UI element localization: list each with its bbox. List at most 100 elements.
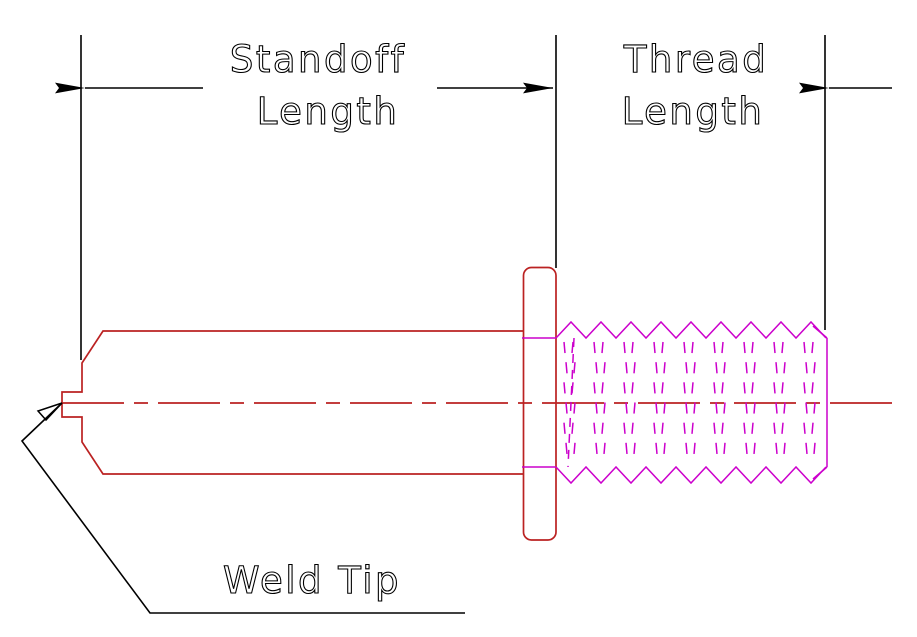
thread-flank-line	[631, 341, 634, 354]
thread-flank-line	[601, 382, 604, 394]
thread-flank-line	[743, 341, 746, 354]
thread-flank-line	[593, 341, 596, 354]
leader-arrow-icon	[36, 402, 63, 422]
thread-flank-line	[655, 442, 658, 454]
thread-flank-line	[691, 382, 694, 394]
standoff-length-label-line1: Standoff	[230, 38, 406, 81]
thread-flank-line	[753, 442, 756, 454]
thread-flank-line	[715, 362, 718, 374]
thread-flank-line	[663, 362, 666, 374]
thread-flank-line	[631, 422, 634, 434]
thread-crest-top	[555, 320, 827, 340]
thread-flank-line	[743, 422, 746, 434]
thread-flank-line	[723, 362, 726, 374]
thread-flank-line	[661, 382, 664, 394]
thread-chamfer-bottom	[812, 466, 828, 480]
thread-flank-line	[595, 362, 598, 374]
thread-flank-line	[685, 402, 688, 414]
thread-flank-line	[685, 442, 688, 454]
thread-flank-line	[631, 382, 634, 394]
thread-flank-line	[811, 422, 814, 434]
thread-flank-line	[573, 442, 576, 454]
thread-flank-line	[723, 402, 726, 414]
thread-flank-line	[805, 362, 808, 374]
thread-flank-line	[751, 341, 754, 354]
thread-length-label-line1: Thread	[623, 38, 768, 81]
thread-flank-line	[601, 422, 604, 434]
thread-flank-line	[623, 422, 626, 434]
thread-flank-line	[775, 402, 778, 414]
thread-flank-line	[633, 402, 636, 414]
thread-flank-line	[713, 341, 716, 354]
weld-tip-leader: Weld Tip	[20, 402, 465, 614]
standoff-length-dimension: Standoff Length	[55, 37, 553, 134]
weld-tip-profile-upper	[61, 330, 523, 403]
thread-flank-line	[783, 362, 786, 374]
thread-flank-line	[563, 422, 566, 434]
thread-flank-line	[573, 362, 576, 374]
weld-tip-profile-lower	[61, 403, 523, 475]
thread-flank-line	[661, 341, 664, 354]
thread-flank-line	[565, 362, 568, 374]
thread-flank-line	[751, 382, 754, 394]
thread-flank-line	[805, 402, 808, 414]
thread-flank-line	[653, 341, 656, 354]
thread-length-label-line2: Length	[622, 90, 765, 133]
thread-flank-line	[811, 382, 814, 394]
thread-flank-line	[803, 422, 806, 434]
thread-flank-line	[655, 362, 658, 374]
thread-flank-line	[625, 402, 628, 414]
thread-chamfer-top	[812, 325, 828, 339]
thread-flank-line	[745, 442, 748, 454]
thread-flank-line	[721, 341, 724, 354]
thread-flank-line	[655, 402, 658, 414]
thread-flank-line	[571, 422, 574, 434]
thread-flank-line	[693, 442, 696, 454]
thread-flank-line	[691, 422, 694, 434]
thread-flank-line	[603, 362, 606, 374]
thread-flank-line	[653, 422, 656, 434]
thread-flank-line	[571, 341, 574, 354]
thread-flank-line	[573, 402, 576, 414]
thread-flank-line	[813, 402, 816, 414]
thread-flank-line	[633, 362, 636, 374]
thread-flank-line	[745, 402, 748, 414]
thread-flank-line	[743, 382, 746, 394]
thread-flank-line	[603, 442, 606, 454]
thread-flank-line	[783, 402, 786, 414]
thread-length-dimension: Thread Length	[621, 37, 892, 134]
thread-flank-line	[663, 402, 666, 414]
thread-flank-line	[753, 402, 756, 414]
thread-flank-line	[781, 422, 784, 434]
thread-flank-line	[685, 362, 688, 374]
thread-flank-line	[803, 382, 806, 394]
thread-flank-line	[713, 422, 716, 434]
stud-body-outline	[61, 330, 523, 475]
threaded-section	[522, 320, 828, 485]
thread-flank-line	[781, 341, 784, 354]
thread-flank-line	[595, 442, 598, 454]
thread-flank-line	[683, 382, 686, 394]
thread-flank-line	[805, 442, 808, 454]
thread-flank-line	[721, 382, 724, 394]
thread-flank-line	[745, 362, 748, 374]
thread-flank-line	[653, 382, 656, 394]
thread-flank-line	[715, 442, 718, 454]
thread-flank-line	[625, 442, 628, 454]
thread-flank-line	[803, 341, 806, 354]
thread-flank-line	[721, 422, 724, 434]
thread-flank-line	[713, 382, 716, 394]
thread-flank-line	[603, 402, 606, 414]
thread-flank-line	[563, 382, 566, 394]
thread-flank-line	[593, 422, 596, 434]
thread-flank-line	[813, 442, 816, 454]
thread-flank-line	[565, 402, 568, 414]
thread-flank-line	[773, 341, 776, 354]
thread-flank-line	[663, 442, 666, 454]
thread-flank-line	[781, 382, 784, 394]
thread-helix-line	[567, 337, 575, 468]
thread-flank-line	[691, 341, 694, 354]
leader-line	[20, 402, 465, 614]
